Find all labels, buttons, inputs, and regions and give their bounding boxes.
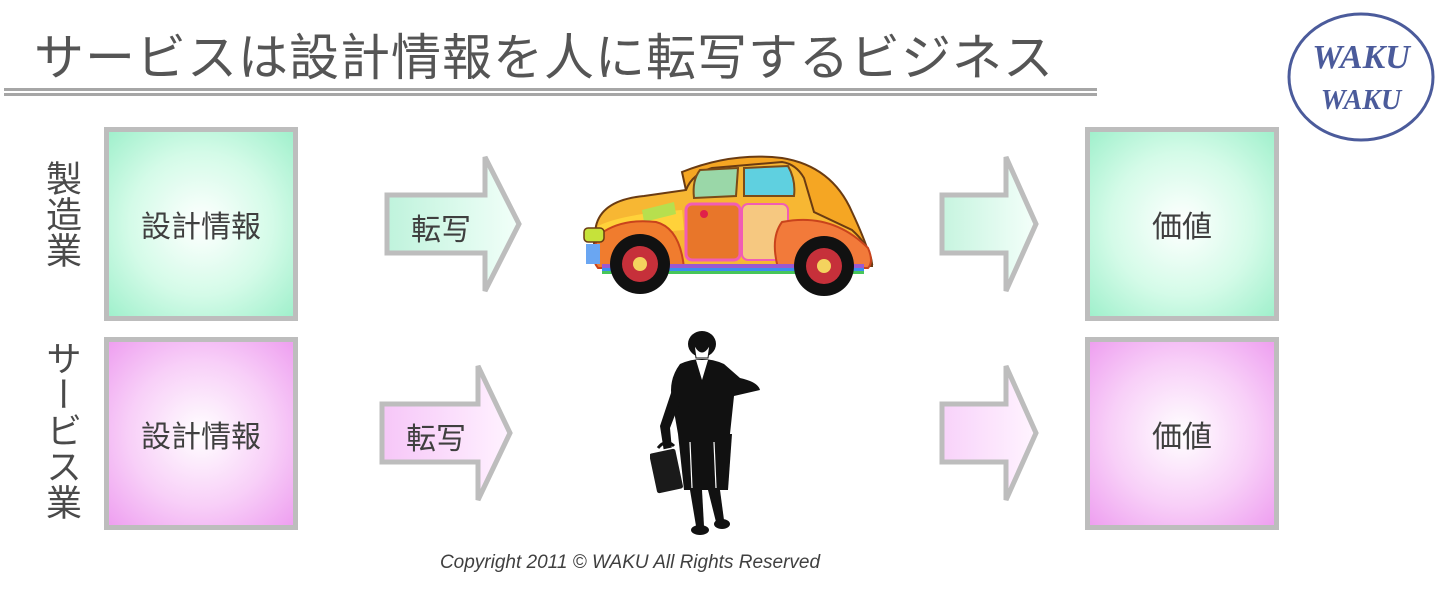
value-box-manufacturing: 価値 <box>1085 127 1279 321</box>
page-title: サービスは設計情報を人に転写するビジネス <box>34 29 1054 87</box>
car-icon <box>583 155 874 296</box>
result-arrow-service <box>939 362 1040 504</box>
logo-line-2: WAKU <box>1320 85 1402 116</box>
right-arrow-icon <box>384 155 522 293</box>
design-info-box-service: 設計情報 <box>104 337 298 530</box>
person-icon <box>647 331 760 535</box>
transfer-arrow-service: 転写 <box>379 362 516 504</box>
right-arrow-icon <box>939 364 1039 502</box>
copyright-notice: Copyright 2011 © WAKU All Rights Reserve… <box>439 552 821 573</box>
value-label: 価値 <box>1152 419 1212 455</box>
transfer-label: 転写 <box>411 213 471 248</box>
businesswoman-illustration <box>647 330 766 540</box>
design-info-label: 設計情報 <box>141 419 261 455</box>
title-underline <box>4 88 1097 96</box>
design-info-label: 設計情報 <box>141 210 261 245</box>
waku-logo: WAKU WAKU <box>1286 11 1436 143</box>
value-label: 価値 <box>1152 210 1212 245</box>
logo-ellipse-icon <box>1287 12 1435 142</box>
result-arrow-manufacturing <box>939 153 1040 295</box>
logo-line-1: WAKU <box>1312 39 1410 76</box>
right-arrow-icon <box>939 155 1039 293</box>
row-label-manufacturing: 製造業 <box>40 160 81 268</box>
car-illustration <box>582 152 878 298</box>
right-arrow-icon <box>379 364 513 502</box>
transfer-arrow-manufacturing: 転写 <box>384 153 525 295</box>
design-info-box-manufacturing: 設計情報 <box>104 127 298 321</box>
row-label-service: サービス業 <box>40 340 81 520</box>
value-box-service: 価値 <box>1085 337 1279 530</box>
transfer-label: 転写 <box>406 422 466 457</box>
